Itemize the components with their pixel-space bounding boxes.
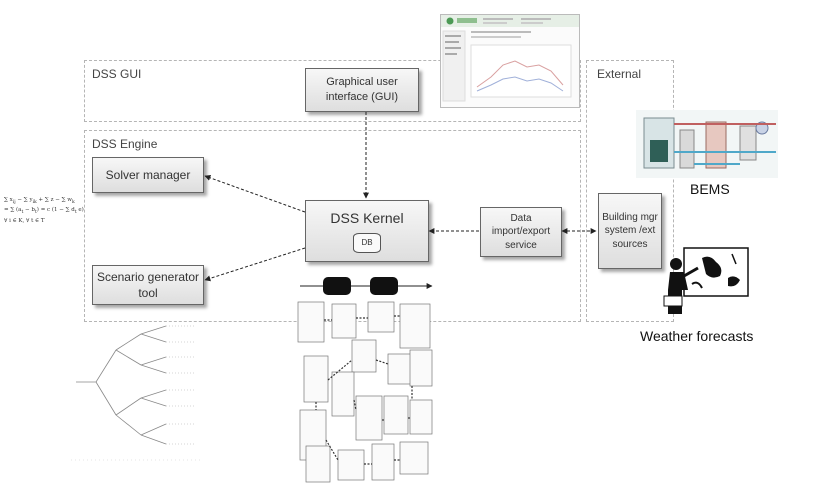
gui-screenshot-thumbnail xyxy=(440,14,580,108)
weather-forecasts-label: Weather forecasts xyxy=(640,328,754,344)
database-schema-figure xyxy=(297,301,433,483)
scenario-generator-box: Scenario generator tool xyxy=(92,265,204,305)
gui-screenshot-icon xyxy=(441,15,579,102)
dss-kernel-box: DSS Kernel DB xyxy=(305,200,429,262)
scenario-tree-figure xyxy=(71,325,201,461)
optimization-formula-figure: ∑ xij − ∑ yik + ∑ z − ∑ wk = ∑ (at − bt)… xyxy=(4,197,84,224)
db-label: DB xyxy=(361,238,373,248)
database-icon: DB xyxy=(353,233,381,254)
bems-schematic-image xyxy=(636,110,778,178)
bems-label: BEMS xyxy=(690,181,730,197)
building-mgr-box: Building mgr system /ext sources xyxy=(598,193,662,269)
dss-engine-label: DSS Engine xyxy=(92,137,158,151)
external-region xyxy=(586,60,674,322)
weather-forecaster-figure xyxy=(663,247,749,314)
gui-box: Graphical user interface (GUI) xyxy=(305,68,419,112)
data-import-export-box: Data import/export service xyxy=(480,207,562,257)
dss-gui-region xyxy=(84,60,581,122)
external-label: External xyxy=(597,67,642,81)
dss-kernel-title: DSS Kernel xyxy=(330,209,404,226)
dss-gui-label: DSS GUI xyxy=(92,67,142,81)
solver-manager-box: Solver manager xyxy=(92,157,204,193)
